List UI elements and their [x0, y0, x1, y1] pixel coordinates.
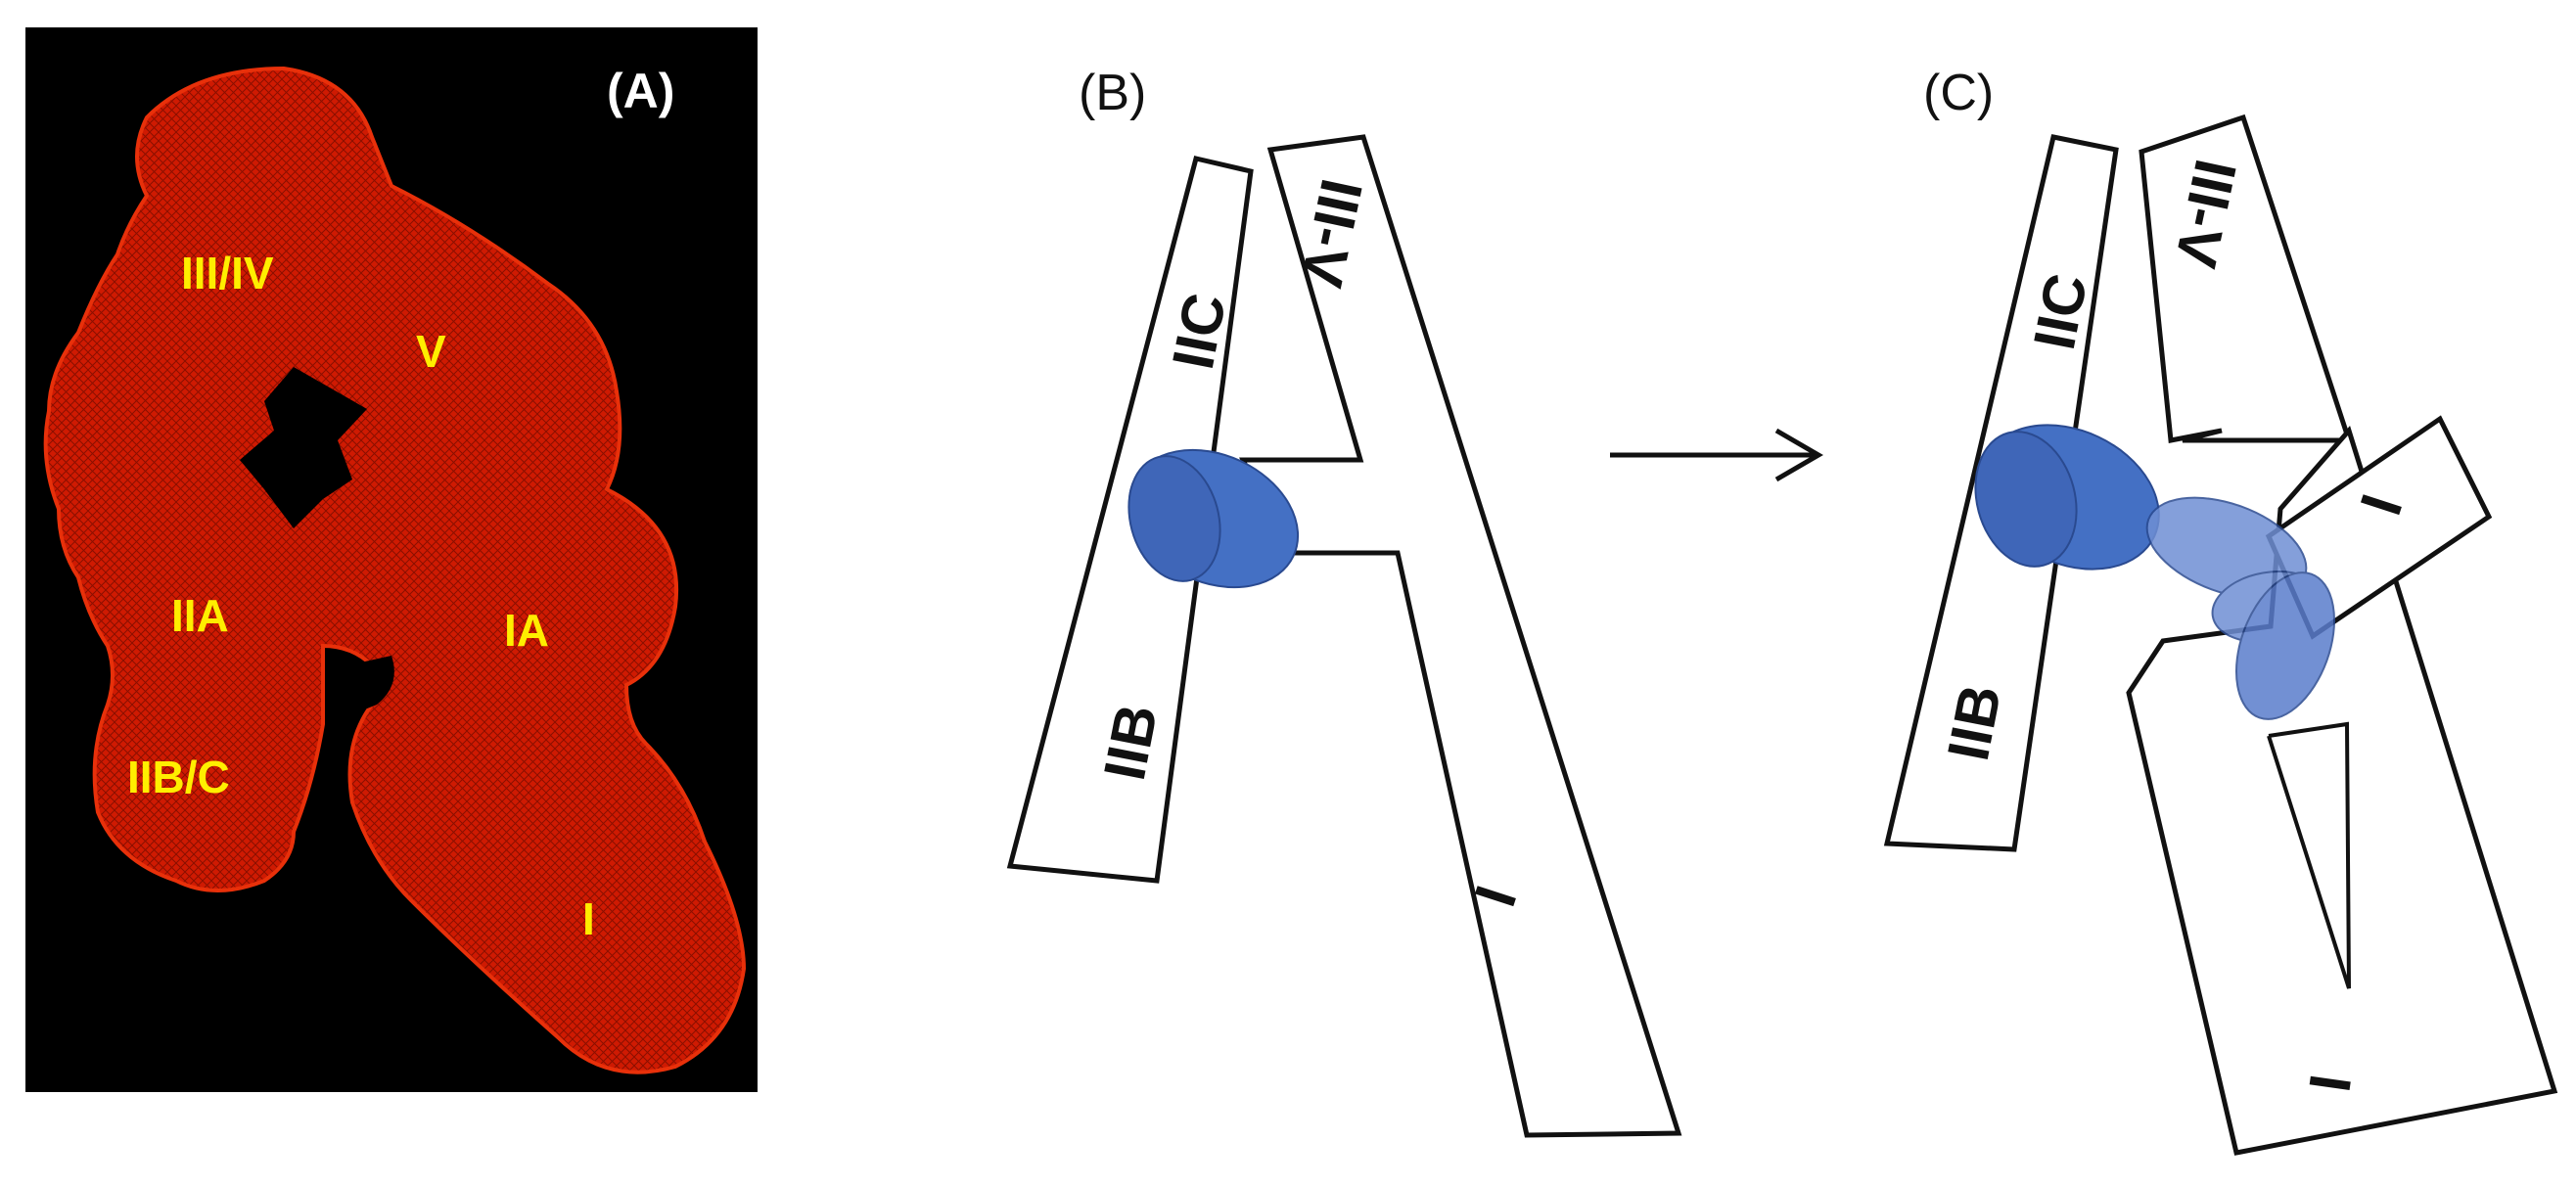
panel-a-letter: (A)	[607, 64, 674, 118]
label-iib-c: IIB/C	[127, 752, 230, 802]
label-v: V	[416, 326, 446, 377]
arm-c-iii-v	[2139, 114, 2353, 443]
protein-chain-c	[2145, 496, 2335, 720]
panel-b-letter: (B)	[1079, 65, 1146, 121]
panel-b: (B) IIC IIB III-V I	[1006, 65, 1682, 1138]
label-i: I	[582, 893, 595, 944]
label-iii-iv: III/IV	[181, 248, 274, 298]
label-iia: IIA	[171, 590, 229, 641]
label-c-iic: IIC	[2021, 268, 2099, 354]
label-ia: IA	[504, 605, 549, 656]
protein-blob-c	[1974, 424, 2160, 571]
label-b-iib: IIB	[1091, 699, 1170, 785]
panel-a: (A) III/IV V IIA IA IIB/C I	[25, 27, 758, 1092]
mesh-structure	[43, 66, 747, 1074]
protein-blob-b	[1127, 448, 1300, 589]
tail-lines	[2267, 721, 2351, 989]
label-c-iib: IIB	[1935, 679, 2013, 765]
panel-c-letter: (C)	[1923, 65, 1994, 121]
panel-c: (C) IIC IIB III-V I I	[1883, 65, 2558, 1156]
arm-iii-v-i	[1239, 134, 1682, 1138]
label-b-iic: IIC	[1160, 288, 1238, 374]
transition-arrow	[1610, 428, 1823, 482]
